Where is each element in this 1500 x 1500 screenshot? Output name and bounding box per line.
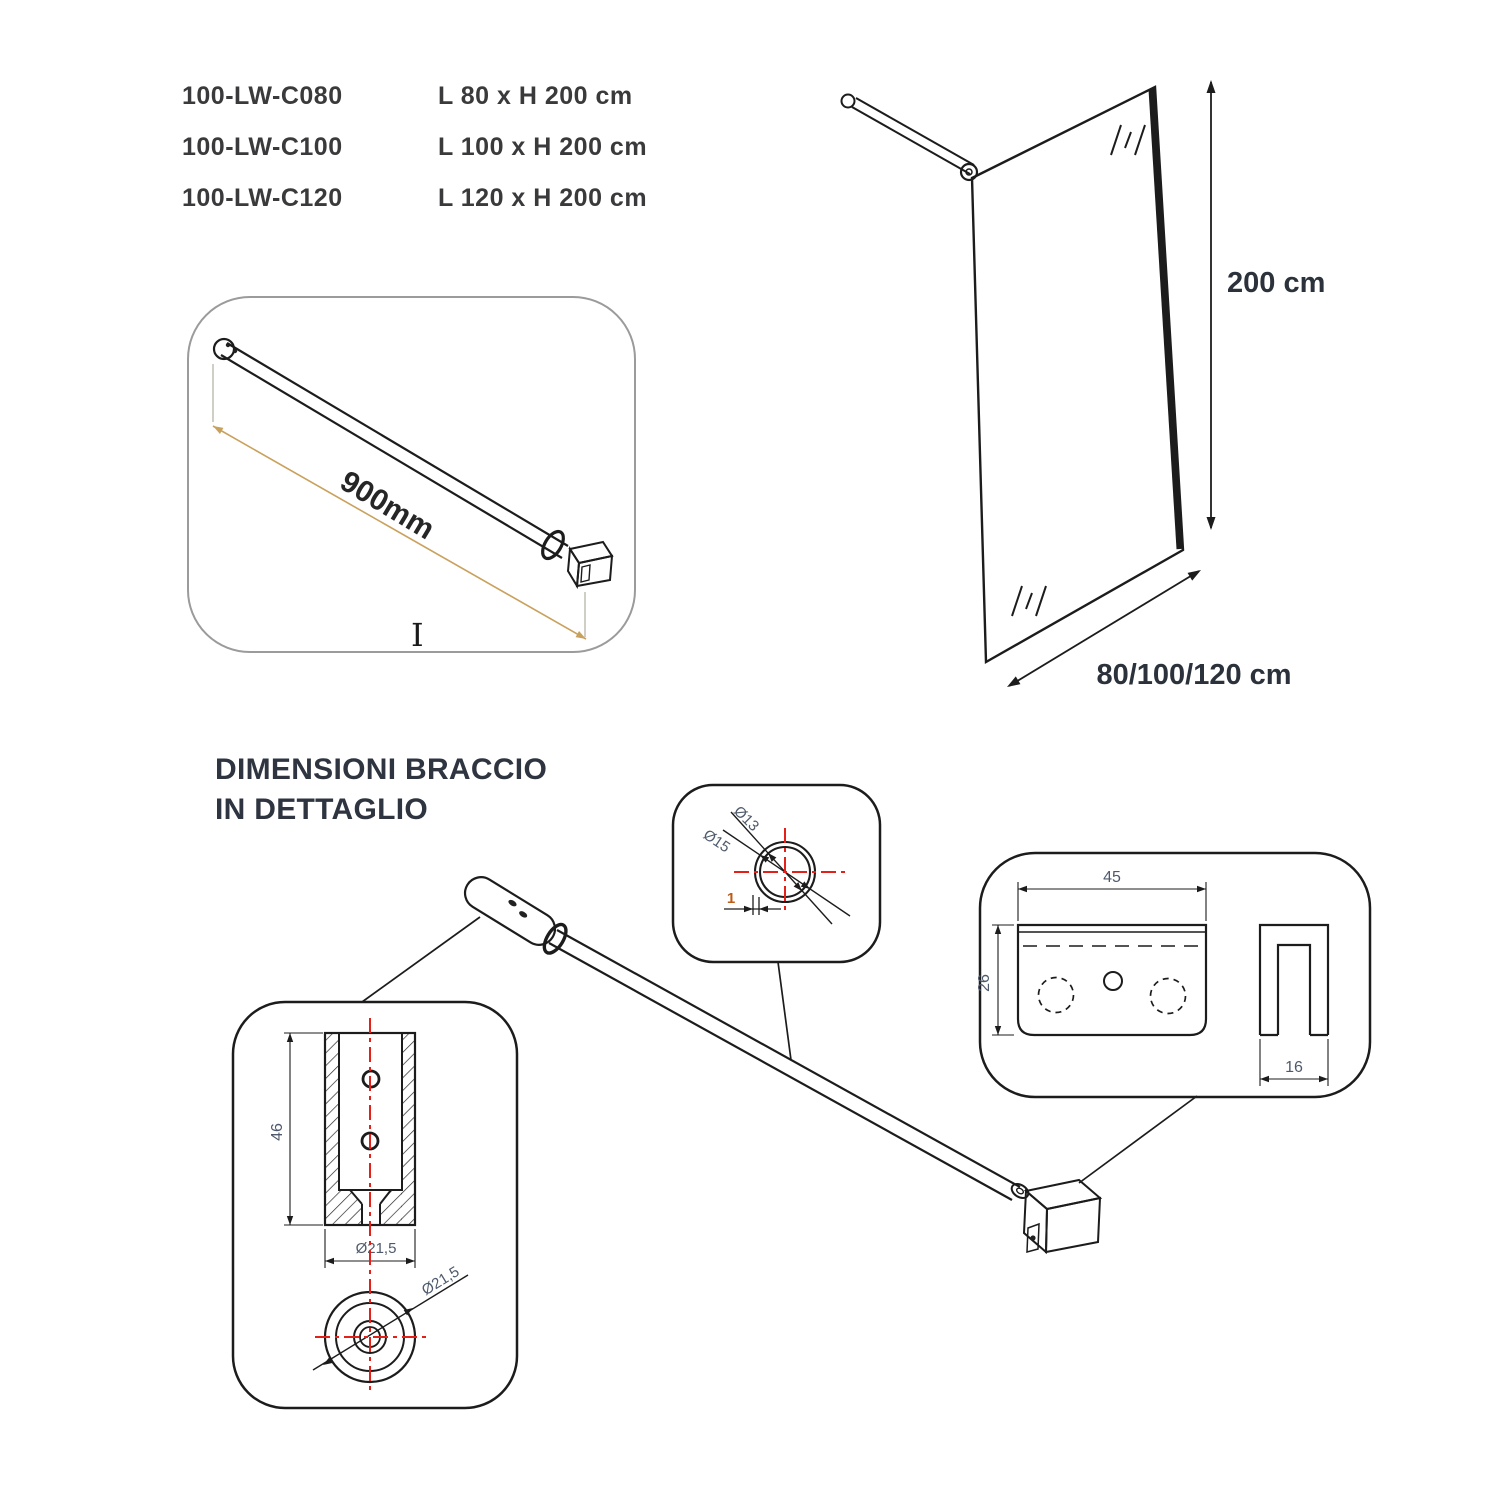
heading-line-1: DIMENSIONI BRACCIO [215, 753, 548, 786]
arm-detail-drawing: Ø13 Ø15 1 [231, 783, 1372, 1410]
mount-end-dia-label: Ø21,5 [419, 1263, 463, 1299]
clamp-height-dimension: 26 [976, 924, 1014, 1036]
rounded-frame [187, 296, 636, 653]
glass-clamp-end [566, 540, 614, 590]
clamp-depth-label: 16 [1285, 1059, 1303, 1076]
support-bar-drawing: 900mm I [187, 296, 636, 654]
product-row: 100-LW-C120 L 120 x H 200 cm [182, 184, 647, 213]
product-code: 100-LW-C100 [182, 133, 343, 161]
mount-dia-label: Ø21,5 [356, 1240, 397, 1257]
product-size: L 100 x H 200 cm [438, 133, 648, 161]
bar-length-dimension [211, 364, 588, 643]
support-bar [212, 337, 614, 590]
clamp-height-label: 26 [976, 974, 993, 992]
mount-length-label: 46 [269, 1123, 286, 1141]
product-code: 100-LW-C080 [182, 82, 343, 110]
leader-wall-mount [361, 916, 481, 1003]
support-arm [840, 93, 979, 182]
product-code: 100-LW-C120 [182, 184, 343, 212]
clamp-side-view [1258, 923, 1330, 1037]
tube-outer-dia-label: Ø15 [700, 826, 733, 856]
width-dimension: 80/100/120 cm [1004, 566, 1292, 691]
tube-inner-dia-label: Ø13 [730, 803, 762, 835]
marker-i: I [411, 616, 424, 654]
width-label: 80/100/120 cm [1096, 659, 1291, 691]
glass-clamp-detail: 45 26 16 [976, 851, 1372, 1099]
tube-section-detail: Ø13 Ø15 1 [671, 783, 882, 964]
product-row: 100-LW-C100 L 100 x H 200 cm [182, 133, 647, 162]
heading-line-2: IN DETTAGLIO [215, 793, 429, 826]
height-dimension: 200 cm [1206, 80, 1325, 530]
clamp-width-label: 45 [1103, 869, 1121, 886]
glass-panel-drawing: 200 cm 80/100/120 cm [840, 80, 1325, 691]
support-arm-isometric [463, 876, 1103, 1255]
glass-shine-top [1110, 124, 1146, 156]
tube-wall-thickness-label: 1 [727, 890, 735, 907]
leader-tube-section [777, 961, 792, 1061]
clamp-width-dimension: 45 [1017, 869, 1207, 921]
height-label: 200 cm [1227, 267, 1325, 299]
clamp-front-view [1016, 923, 1208, 1037]
mount-end-view: Ø21,5 [312, 1263, 469, 1384]
product-row: 100-LW-C080 L 80 x H 200 cm [182, 82, 647, 111]
collar-ring [542, 922, 568, 955]
glass-thick-edge [1148, 88, 1184, 550]
wall-mount-detail: 46 Ø21,5 Ø21,5 [231, 1000, 519, 1410]
clamp-depth-dimension: 16 [1259, 1039, 1329, 1086]
leader-clamp-detail [1078, 1095, 1198, 1184]
detail-section-heading: DIMENSIONI BRACCIO IN DETTAGLIO [215, 750, 547, 830]
glass-shine-bottom [1011, 585, 1047, 617]
glass-panel [970, 85, 1185, 665]
wall-anchor [840, 93, 856, 109]
arm-clamp [959, 162, 979, 182]
product-size: L 120 x H 200 cm [438, 184, 648, 212]
glass-clamp-isometric [1010, 1178, 1103, 1255]
product-size: L 80 x H 200 cm [438, 82, 633, 110]
product-code-list: 100-LW-C080 L 80 x H 200 cm 100-LW-C100 … [182, 82, 647, 235]
mount-length-dimension: 46 [269, 1032, 323, 1226]
